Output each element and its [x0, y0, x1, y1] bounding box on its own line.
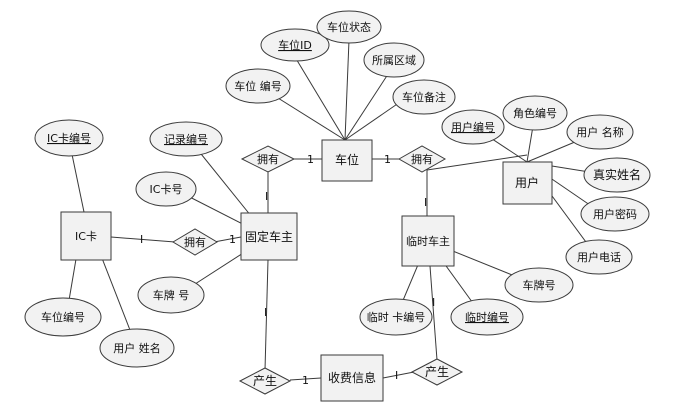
card-many-have-ic: I: [140, 233, 143, 246]
relationship-produce-right: 产生: [410, 358, 464, 386]
attr-role-number-label: 角色编号: [513, 106, 557, 120]
card-many-have-right: I: [424, 196, 427, 209]
card-one-produce-bottom: 1: [302, 374, 309, 387]
entity-ic-card-label: IC卡: [75, 230, 97, 243]
connections: [65, 39, 609, 381]
attr-fixed-ic: IC卡号: [135, 171, 197, 207]
attr-ic-space-number: 车位编号: [24, 297, 102, 337]
attr-space-id: 车位ID: [260, 28, 330, 62]
attr-space-number: 车位 编号: [225, 68, 291, 104]
attr-user-name-label: 用户 名称: [576, 125, 624, 139]
attr-area-label: 所属区域: [372, 54, 416, 67]
entity-fixed-owner-label: 固定车主: [245, 229, 293, 244]
card-one-have-right: 1: [384, 153, 391, 166]
relationship-produce-bottom: 产生: [238, 367, 292, 395]
attr-temp-number: 临时编号: [450, 298, 524, 336]
entity-ic-card: IC卡: [60, 211, 112, 261]
attr-temp-plate: 车牌号: [504, 267, 574, 303]
relationship-have-right-label: 拥有: [411, 152, 433, 166]
card-many-produce-right: I: [395, 369, 398, 382]
attr-fixed-plate: 车牌 号: [137, 276, 205, 314]
attr-space-status-label: 车位状态: [327, 20, 371, 34]
attr-record-number-label: 记录编号: [164, 132, 208, 146]
attr-user-password: 用户密码: [580, 196, 650, 232]
attr-user-phone: 用户电话: [565, 239, 633, 275]
attr-space-status: 车位状态: [316, 10, 382, 44]
attr-space-note: 车位备注: [392, 79, 456, 115]
entity-fee-info: 收费信息: [320, 354, 384, 402]
relationship-have-ic: 拥有: [172, 228, 218, 256]
attr-user-name: 用户 名称: [566, 114, 634, 150]
attr-temp-card-number: 临时 卡编号: [359, 298, 433, 336]
relationship-have-right: 拥有: [397, 145, 447, 173]
attr-fixed-ic-label: IC卡号: [150, 183, 183, 196]
card-many-produce-right-top: I: [432, 296, 435, 309]
card-many-produce-bottom: I: [264, 306, 267, 319]
attr-temp-card-number-label: 临时 卡编号: [367, 310, 426, 324]
entity-temp-owner: 临时车主: [401, 215, 455, 267]
attr-user-number: 用户编号: [441, 109, 505, 145]
attr-temp-plate-label: 车牌号: [523, 278, 556, 292]
cardinality-marks: 1 I 1 I I 1 I 1 I I: [140, 153, 435, 387]
relationship-produce-right-label: 产生: [425, 365, 449, 379]
entity-fixed-owner: 固定车主: [240, 212, 298, 261]
entity-user-label: 用户: [515, 175, 539, 190]
card-many-have-left: I: [265, 190, 268, 203]
attr-fixed-plate-label: 车牌 号: [153, 288, 190, 302]
relationship-produce-bottom-label: 产生: [253, 374, 277, 388]
card-one-have-left: 1: [307, 153, 314, 166]
attr-ic-user-name: 用户 姓名: [99, 328, 175, 368]
card-one-have-ic: 1: [229, 233, 236, 246]
entity-parking-space-label: 车位: [335, 152, 359, 167]
attr-temp-number-label: 临时编号: [465, 310, 509, 324]
relationship-have-left: 拥有: [240, 145, 296, 173]
entity-user: 用户: [502, 161, 553, 205]
attr-space-number-label: 车位 编号: [234, 79, 282, 93]
attr-space-id-label: 车位ID: [278, 38, 312, 52]
relationship-have-left-label: 拥有: [257, 152, 279, 166]
attr-user-phone-label: 用户电话: [577, 250, 621, 264]
attr-record-number: 记录编号: [149, 121, 223, 157]
attr-space-note-label: 车位备注: [402, 90, 446, 104]
attr-area: 所属区域: [363, 42, 425, 78]
attr-ic-user-name-label: 用户 姓名: [113, 341, 161, 355]
attr-real-name-label: 真实姓名: [593, 167, 641, 182]
entity-parking-space: 车位: [321, 139, 373, 182]
attr-ic-number-label: IC卡编号: [47, 131, 91, 145]
attr-ic-number: IC卡编号: [34, 119, 104, 157]
attr-role-number: 角色编号: [502, 95, 568, 131]
attr-user-number-label: 用户编号: [451, 120, 495, 134]
attr-ic-space-number-label: 车位编号: [41, 310, 85, 324]
attr-real-name: 真实姓名: [583, 157, 651, 193]
attr-user-password-label: 用户密码: [593, 207, 637, 221]
entity-temp-owner-label: 临时车主: [406, 234, 450, 248]
relationship-have-ic-label: 拥有: [184, 235, 206, 249]
entity-fee-info-label: 收费信息: [328, 370, 376, 385]
